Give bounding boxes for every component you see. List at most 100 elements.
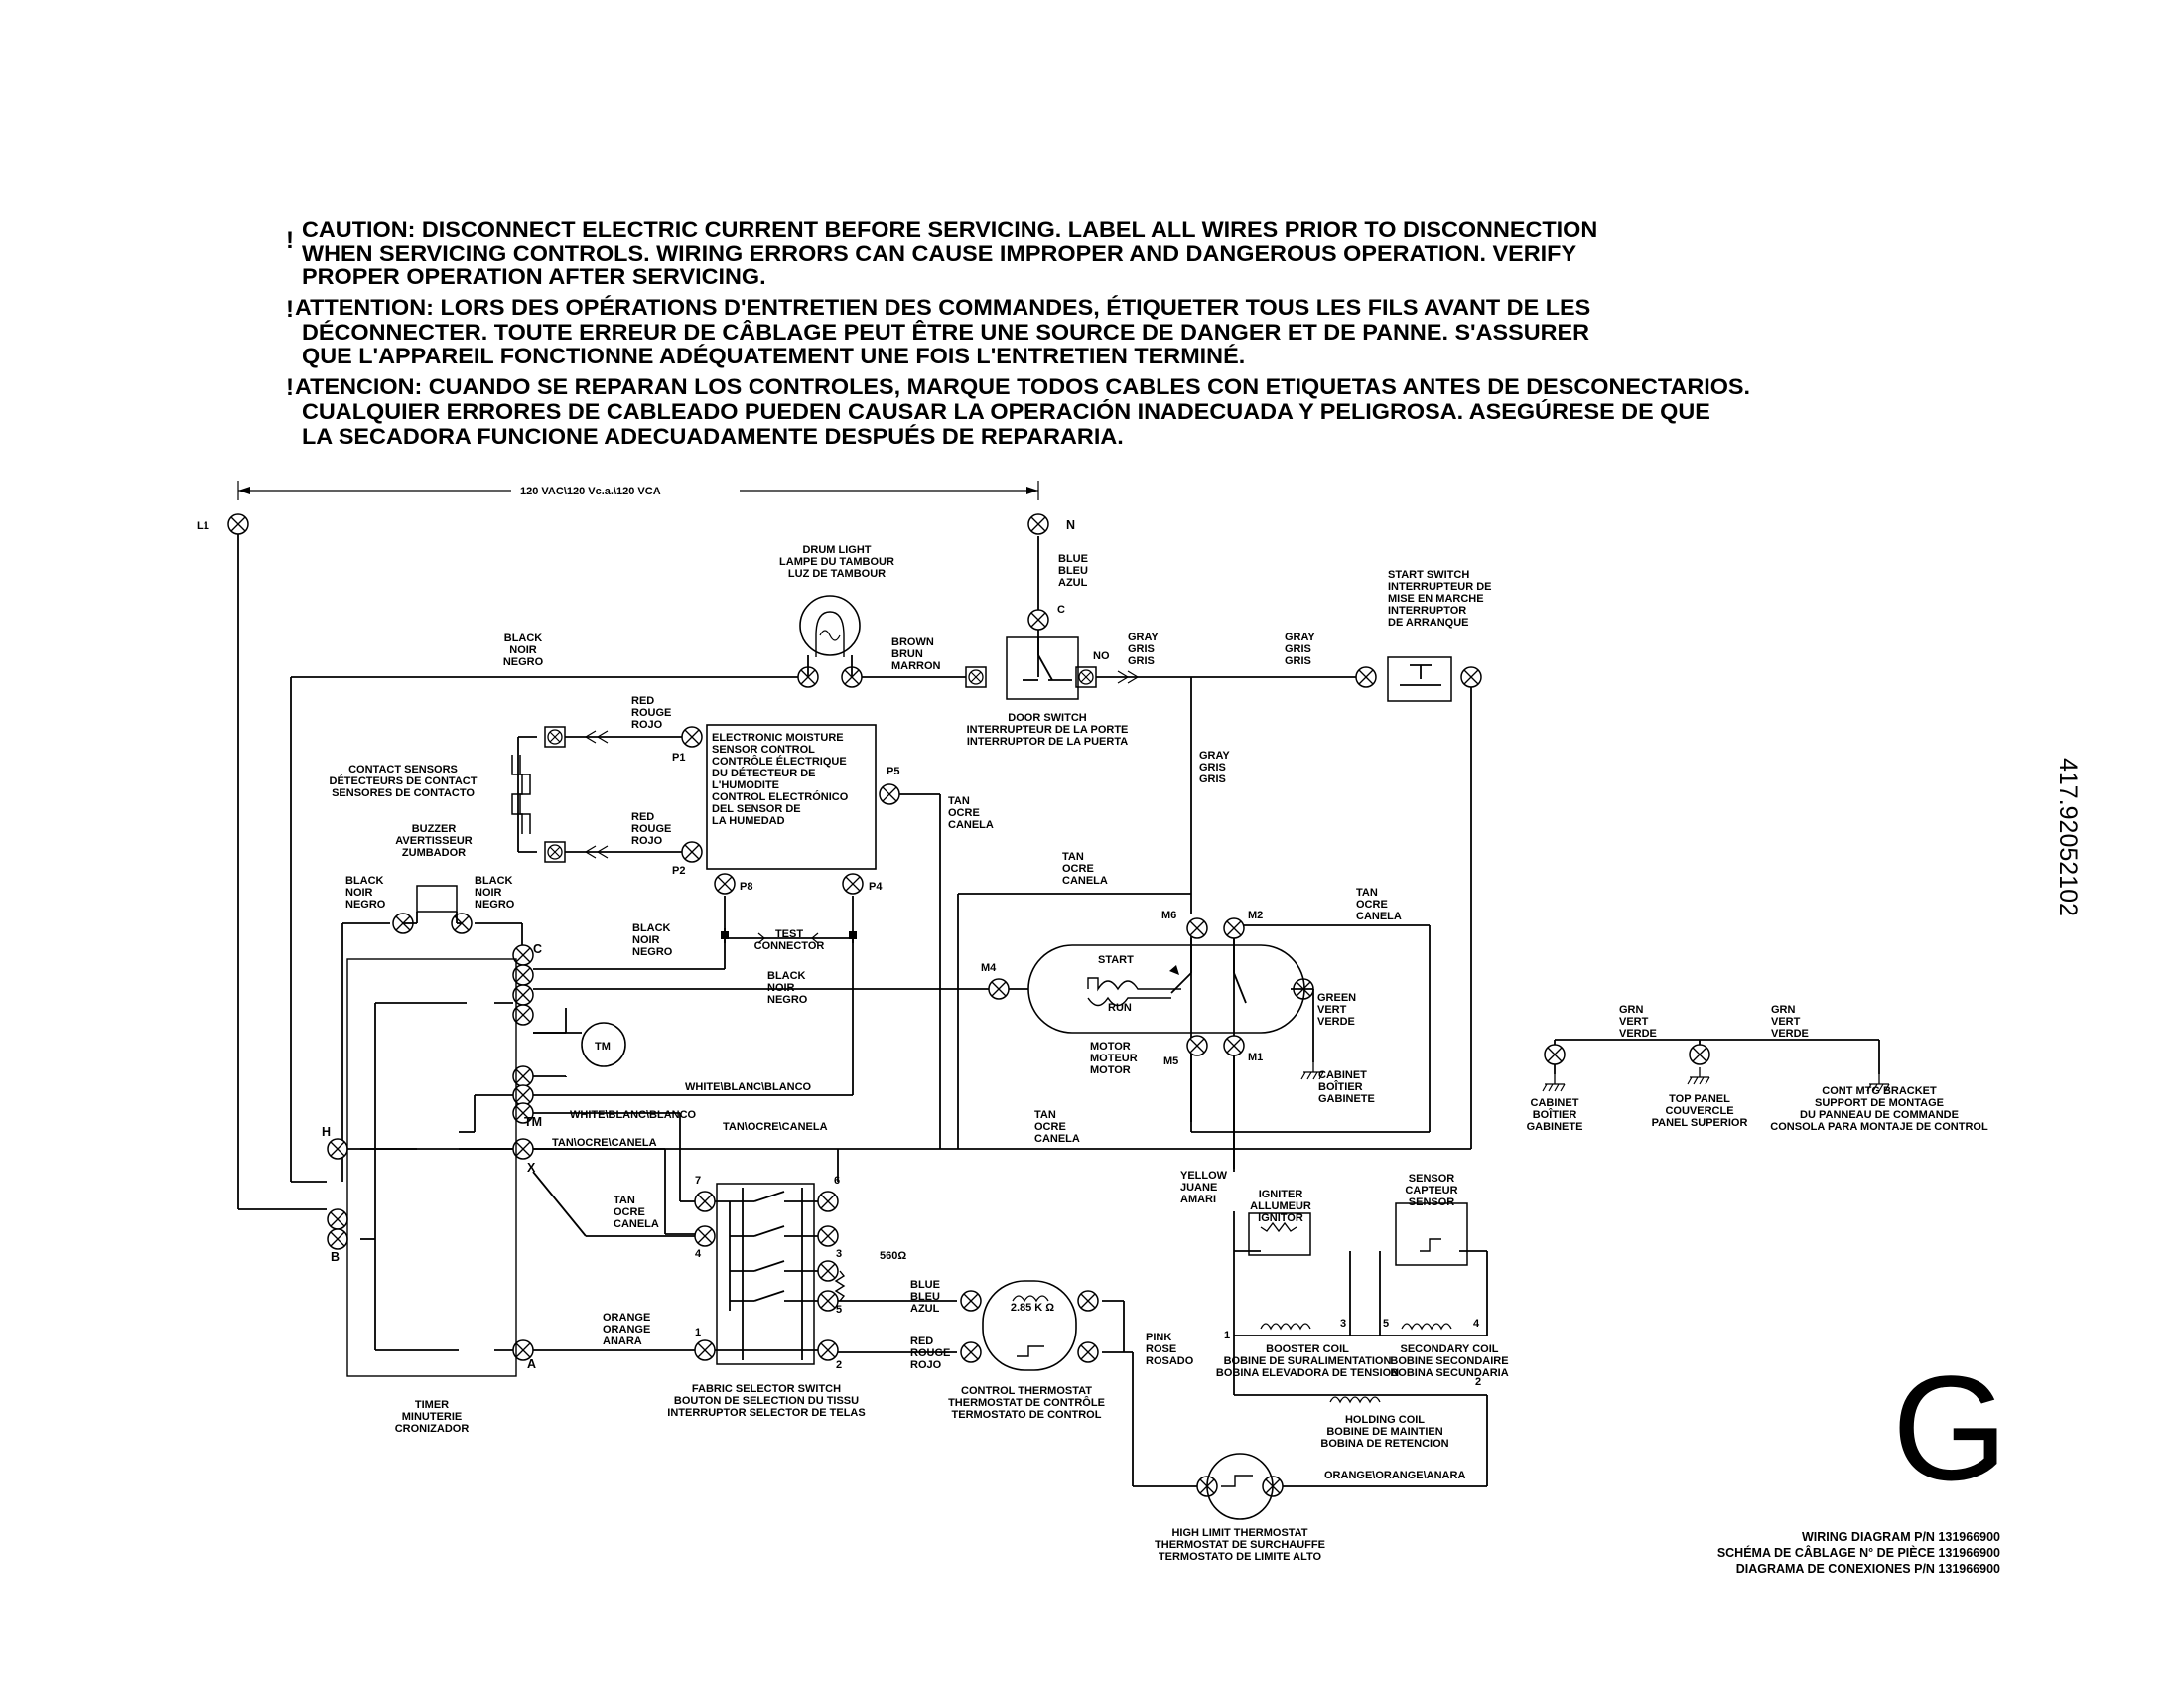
tm-motor-label: TM xyxy=(595,1041,611,1053)
m2-label: M2 xyxy=(1248,910,1263,921)
top-panel-label: PANEL SUPERIOR xyxy=(1652,1117,1748,1129)
door-switch-label: INTERRUPTEUR DE LA PORTE xyxy=(967,724,1129,736)
high-limit-thermostat xyxy=(1206,1453,1274,1520)
moisture-sensor-control xyxy=(706,724,877,870)
black-m4-label: NOIR xyxy=(767,982,795,994)
control-thermostat xyxy=(982,1280,1077,1371)
orange-a-label: ANARA xyxy=(603,1336,642,1347)
selector-terminal-4: 4 xyxy=(695,1248,702,1260)
coil-terminal-2: 2 xyxy=(1475,1376,1481,1388)
cabinet-gnd-label: BOÎTIER xyxy=(1533,1108,1577,1121)
black-top-label: NOIR xyxy=(509,644,537,656)
caution-fr-line1: ATTENTION: LORS DES OPÉRATIONS D'ENTRETI… xyxy=(295,295,1591,320)
c-timer-label: C xyxy=(533,942,542,956)
grn1-label: GRN xyxy=(1619,1004,1644,1016)
high-limit-label: HIGH LIMIT THERMOSTAT xyxy=(1171,1527,1307,1539)
h-label: H xyxy=(322,1125,331,1139)
emsc-label: CONTROL ELECTRÓNICO xyxy=(712,790,849,803)
orange-hl-label: ORANGE\ORANGE\ANARA xyxy=(1324,1470,1465,1481)
timer-label: MINUTERIE xyxy=(402,1411,463,1423)
white1-label: WHITE\BLANC\BLANCO xyxy=(685,1081,812,1093)
red-p1-label: ROJO xyxy=(631,719,663,731)
red-th-label: ROUGE xyxy=(910,1347,950,1359)
pink-label: ROSE xyxy=(1146,1343,1176,1355)
caution-fr-line2: DÉCONNECTER. TOUTE ERREUR DE CÂBLAGE PEU… xyxy=(302,320,1590,345)
emsc-label: SENSOR CONTROL xyxy=(712,744,815,756)
motor-label: MOTOR xyxy=(1090,1041,1131,1053)
revision-mark: G xyxy=(1892,1344,2008,1511)
tan-m2-label: OCRE xyxy=(1356,899,1388,911)
green-label: VERDE xyxy=(1317,1016,1355,1028)
caution-mark-fr: ! xyxy=(286,296,294,323)
buzzer-label: BUZZER xyxy=(412,823,457,835)
gray3-label: GRIS xyxy=(1199,762,1226,774)
grn1-label: VERT xyxy=(1619,1016,1649,1028)
secondary-label: BOBINA SECUNDARIA xyxy=(1390,1367,1508,1379)
tan-main-label: OCRE xyxy=(1034,1121,1066,1133)
black-bz-r-label: NOIR xyxy=(475,887,502,899)
start-label: START xyxy=(1098,954,1134,966)
brown-label: BRUN xyxy=(891,648,923,660)
orange-a-label: ORANGE xyxy=(603,1312,650,1324)
emsc-label: LA HUMEDAD xyxy=(712,815,785,827)
red-th-label: ROJO xyxy=(910,1359,942,1371)
sensor-label: CAPTEUR xyxy=(1405,1185,1457,1196)
high-limit-label: TERMOSTATO DE LIMITE ALTO xyxy=(1159,1551,1322,1563)
m6-label: M6 xyxy=(1161,910,1176,921)
selector-terminal-3: 3 xyxy=(836,1248,842,1260)
caution-es-line3: LA SECADORA FUNCIONE ADECUADAMENTE DESPU… xyxy=(302,424,1124,449)
tan-x-label: TAN xyxy=(614,1195,635,1206)
tan-x-label: OCRE xyxy=(614,1206,645,1218)
n-label: N xyxy=(1066,518,1075,532)
green-label: VERT xyxy=(1317,1004,1347,1016)
buzzer xyxy=(403,885,462,924)
grn1-label: VERDE xyxy=(1619,1028,1657,1040)
black-bz-l-label: NOIR xyxy=(345,887,373,899)
cabinet-ground-icon xyxy=(1542,1073,1566,1092)
gray3-label: GRIS xyxy=(1199,774,1226,785)
blue-n-label: BLEU xyxy=(1058,565,1088,577)
gray1-label: GRIS xyxy=(1128,643,1155,655)
door-switch-label: DOOR SWITCH xyxy=(1008,712,1086,724)
motor-label: MOTOR xyxy=(1090,1064,1131,1076)
selector-terminal-5: 5 xyxy=(836,1304,842,1316)
contact-sensors-label: CONTACT SENSORS xyxy=(348,764,458,775)
start-switch-label: MISE EN MARCHE xyxy=(1388,593,1484,605)
booster-label: BOOSTER COIL xyxy=(1266,1343,1349,1355)
tan-p5-label: TAN xyxy=(948,795,970,807)
black-bz-r-label: BLACK xyxy=(475,875,513,887)
emsc-label: ELECTRONIC MOISTURE xyxy=(712,732,844,744)
yellow-label: AMARI xyxy=(1180,1194,1216,1205)
selector-terminal-6: 6 xyxy=(834,1175,840,1187)
caution-en-line3: PROPER OPERATION AFTER SERVICING. xyxy=(302,264,766,289)
booster-label: BOBINE DE SURALIMENTATION xyxy=(1224,1355,1392,1367)
run-label: RUN xyxy=(1108,1002,1132,1014)
motor xyxy=(1009,938,1324,1080)
timer-label: TIMER xyxy=(415,1399,449,1411)
red-p1-label: RED xyxy=(631,695,654,707)
black-top-label: BLACK xyxy=(504,633,543,644)
pink-label: PINK xyxy=(1146,1332,1171,1343)
no-label: NO xyxy=(1093,650,1110,662)
holding-label: BOBINA DE RETENCION xyxy=(1320,1438,1448,1450)
l1-label: L1 xyxy=(197,520,209,532)
red-p2-label: ROUGE xyxy=(631,823,671,835)
tan-x-label: CANELA xyxy=(614,1218,659,1230)
ctrl-thermo-label: THERMOSTAT DE CONTRÔLE xyxy=(948,1396,1105,1409)
door-switch xyxy=(1006,636,1140,700)
start-switch xyxy=(1387,656,1452,702)
booster-label: BOBINA ELEVADORA DE TENSION xyxy=(1216,1367,1399,1379)
tan-m2-label: TAN xyxy=(1356,887,1378,899)
cabinet-motor-label: BOÎTIER xyxy=(1318,1080,1363,1093)
tan-m2-label: CANELA xyxy=(1356,911,1402,922)
black-test-label: NOIR xyxy=(632,934,660,946)
p4-label: P4 xyxy=(869,881,883,893)
terminal-n xyxy=(1027,513,1049,535)
supply-dimension: 120 VAC\120 Vc.a.\120 VCA xyxy=(237,481,1039,500)
gray3-label: GRAY xyxy=(1199,750,1230,762)
fabric-label: BOUTON DE SELECTION DU TISSU xyxy=(674,1395,859,1407)
black-m4-label: NEGRO xyxy=(767,994,808,1006)
brown-label: MARRON xyxy=(891,660,941,672)
